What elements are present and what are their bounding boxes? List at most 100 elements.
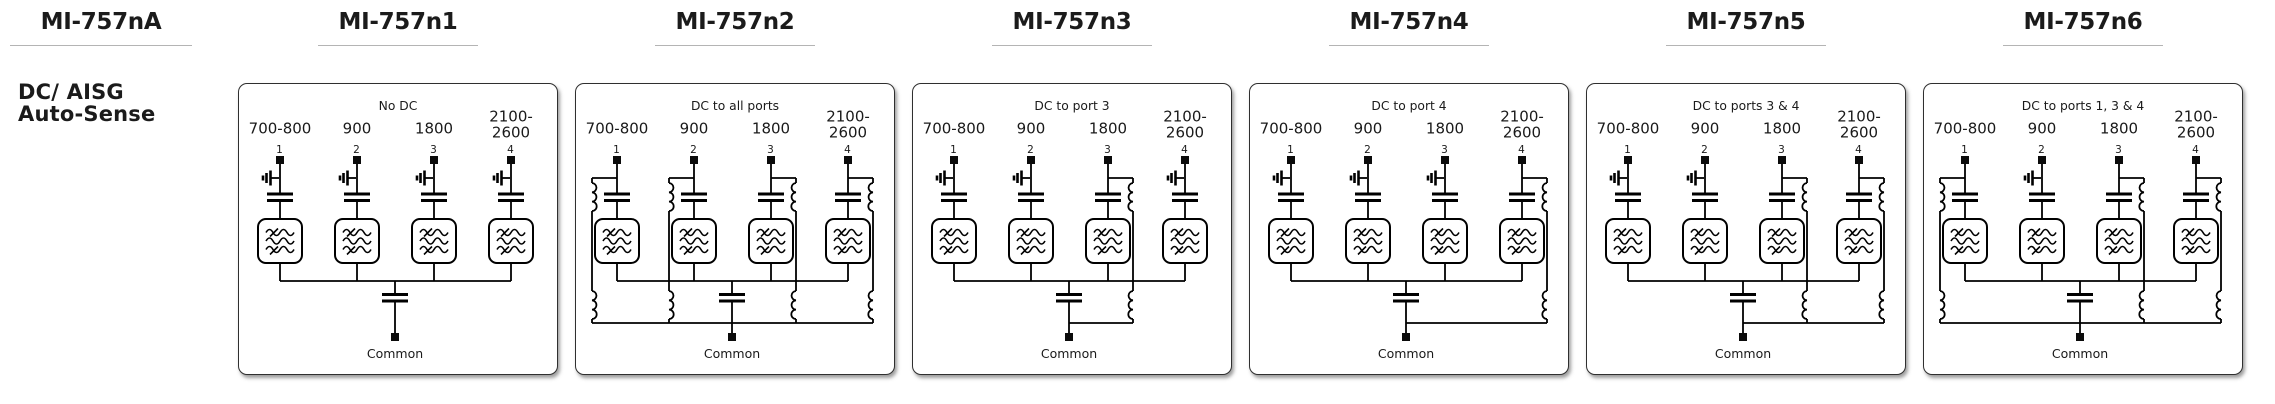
port-terminal <box>1180 155 1189 164</box>
port-terminal <box>275 155 284 164</box>
bandpass-filter-icon <box>593 217 640 264</box>
port-branch: 1800 3 <box>410 119 457 281</box>
column-header-variant-1: MI-757n1 <box>318 9 478 46</box>
port-label: 2600 <box>491 123 529 141</box>
filter-wave <box>2103 228 2134 236</box>
bandpass-filter-icon <box>487 217 534 264</box>
bandpass-filter-icon <box>1604 217 1651 264</box>
dc-bypass-path <box>590 176 617 323</box>
port-number: 1 <box>1624 144 1631 156</box>
common-section: Common <box>1939 279 2221 361</box>
filter-slash <box>1510 245 1521 255</box>
column-header-variant-4: MI-757n4 <box>1329 9 1489 46</box>
common-label: Common <box>366 346 422 361</box>
bandpass-filter-icon <box>1084 217 1131 264</box>
filter-slash <box>2030 227 2041 237</box>
filter-wave <box>2103 236 2134 245</box>
filter-wave <box>678 228 709 236</box>
filter-wave <box>418 236 449 245</box>
common-label: Common <box>703 346 759 361</box>
filter-wave <box>1275 245 1306 253</box>
filter-slash <box>1096 245 1107 255</box>
filter-slash <box>1953 245 1964 255</box>
port-number: 2 <box>1364 144 1371 156</box>
filter-wave <box>1429 228 1460 236</box>
filter-slash <box>605 227 616 237</box>
filter-slash <box>499 245 510 255</box>
bandpass-filter-icon <box>256 217 303 264</box>
filter-slash <box>1770 245 1781 255</box>
inductor-icon <box>2215 289 2221 320</box>
dc-bypass-path <box>2195 176 2222 323</box>
filter-wave <box>1766 228 1797 236</box>
filter-wave <box>1169 228 1200 236</box>
ground-capacitor-icon <box>492 170 510 185</box>
filter-slash <box>268 245 279 255</box>
common-label: Common <box>1377 346 1433 361</box>
bandpass-filter-icon <box>1835 217 1882 264</box>
filter-slash <box>1019 245 1030 255</box>
filter-slash <box>2030 245 2041 255</box>
port-terminal <box>612 155 621 164</box>
filter-slash <box>759 227 770 237</box>
port-number: 1 <box>276 144 283 156</box>
port-number: 2 <box>1701 144 1708 156</box>
filter-slash <box>2107 245 2118 255</box>
inductor-icon <box>867 289 873 320</box>
filter-wave <box>2180 245 2211 253</box>
inductor-icon <box>591 289 597 320</box>
port-number: 3 <box>430 144 437 156</box>
filter-wave <box>341 236 372 245</box>
port-label: 2100- <box>489 107 533 125</box>
bandpass-filter-icon <box>1161 217 1208 264</box>
filter-slash <box>1096 227 1107 237</box>
common-section: Common <box>591 279 873 361</box>
filter-slash <box>1019 227 1030 237</box>
filter-wave <box>1015 228 1046 236</box>
port-terminal <box>1026 155 1035 164</box>
filter-wave <box>1015 236 1046 245</box>
filter-wave <box>1949 236 1980 245</box>
port-label: 900 <box>1353 119 1382 137</box>
common-terminal <box>390 332 399 341</box>
filter-wave <box>1766 245 1797 253</box>
filter-wave <box>418 228 449 236</box>
filter-slash <box>1616 227 1627 237</box>
common-label: Common <box>2051 346 2107 361</box>
filter-slash <box>1356 227 1367 237</box>
dc-bypass-path <box>847 176 874 323</box>
port-terminal <box>352 155 361 164</box>
port-terminal <box>2191 155 2200 164</box>
filter-wave <box>2026 245 2057 253</box>
inductor-icon <box>867 181 873 212</box>
filter-wave <box>1352 228 1383 236</box>
filter-wave <box>264 236 295 245</box>
port-label: 2100- <box>1500 107 1544 125</box>
filter-wave <box>495 236 526 245</box>
column-header-variant-5: MI-757n5 <box>1666 9 1826 46</box>
inductor-icon <box>790 181 796 212</box>
port-label: 900 <box>679 119 708 137</box>
bandpass-filter-icon <box>1498 217 1545 264</box>
filter-slash <box>682 227 693 237</box>
inductor-icon <box>1878 289 1884 320</box>
ground-capacitor-icon <box>1166 170 1184 185</box>
port-label: 2100- <box>2174 107 2218 125</box>
port-terminal <box>1363 155 1372 164</box>
port-label: 1800 <box>2099 119 2137 137</box>
port-number: 4 <box>1855 144 1862 156</box>
dc-bypass-path <box>1858 176 1885 323</box>
port-label: 1800 <box>414 119 452 137</box>
